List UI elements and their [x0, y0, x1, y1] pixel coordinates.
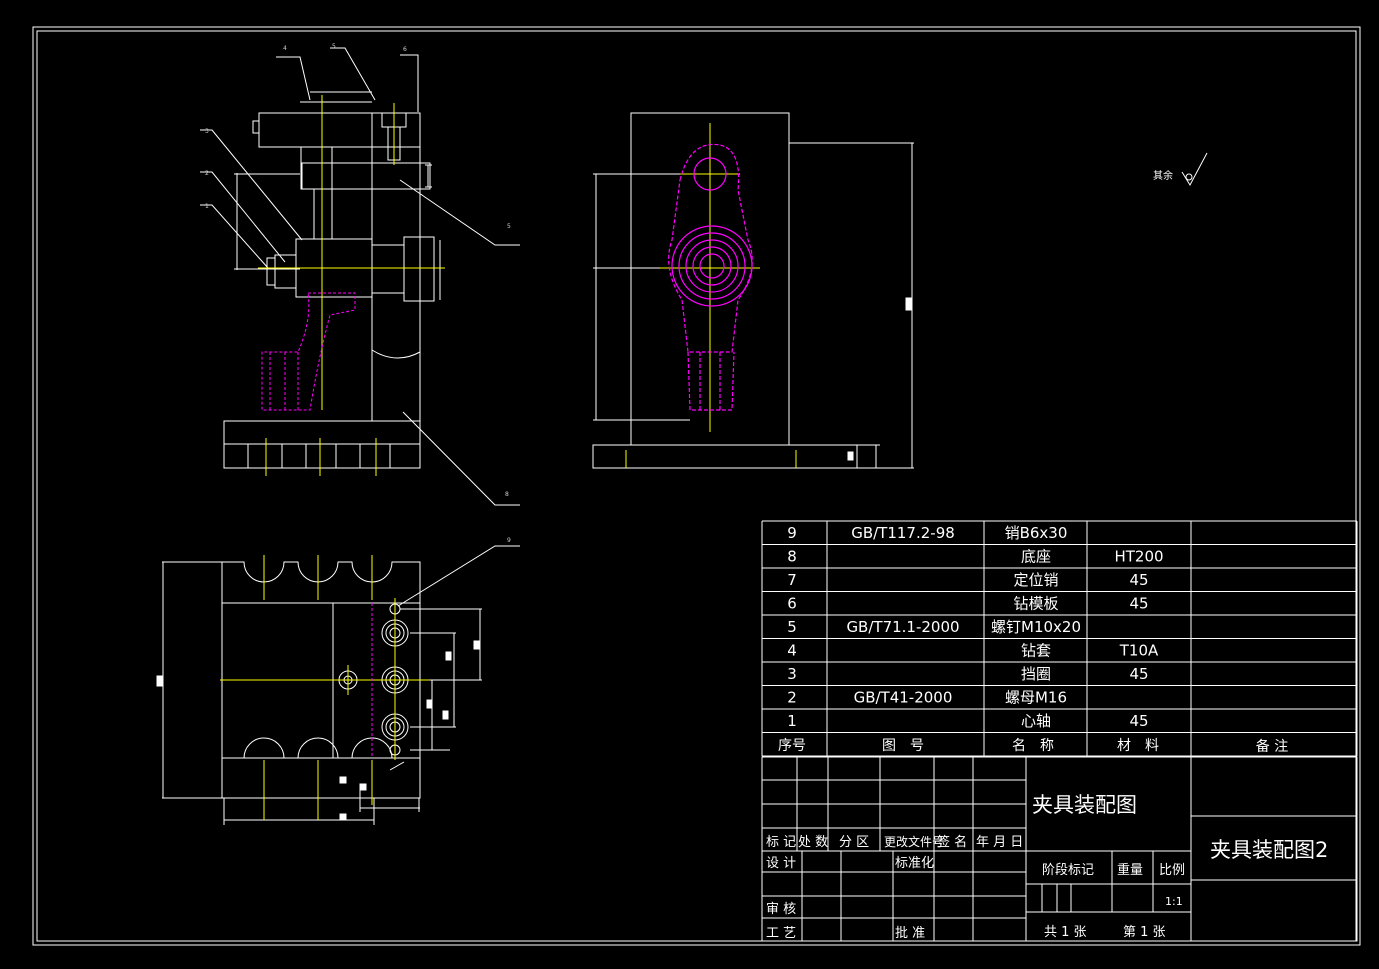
balloon: 5 — [507, 223, 511, 230]
bom-header-remark: 备 注 — [1256, 738, 1288, 755]
balloon: 8 — [505, 491, 509, 498]
bom-cell-name: 销B6x30 — [1005, 524, 1068, 542]
bom-table: 9 GB/T117.2-98 销B6x30 8 底座 HT200 7 定位销 45 6 钻模板 45 5… — [761, 520, 1358, 757]
bom-cell-seq: 6 — [787, 595, 797, 613]
label-process: 工 艺 — [766, 926, 796, 941]
label-review: 审 核 — [766, 902, 796, 917]
top-view — [156, 545, 520, 825]
front-view-centerlines — [258, 95, 445, 476]
bom-cell-code: GB/T41-2000 — [854, 689, 953, 707]
bom-header-seq: 序号 — [778, 738, 806, 754]
surface-finish-symbol — [1181, 152, 1208, 187]
label-standardize: 标准化 — [895, 856, 934, 871]
bom-header-material: 材 料 — [1117, 738, 1159, 754]
label-qty: 处 数 — [798, 835, 828, 850]
bom-cell-name: 定位销 — [1013, 571, 1058, 589]
side-view-centerlines — [625, 123, 797, 468]
surface-finish-note: 其余 — [1153, 169, 1173, 182]
bom-cell-material: 45 — [1129, 665, 1148, 683]
side-view-part — [668, 143, 753, 411]
bom-cell-name: 钻模板 — [1013, 595, 1058, 613]
outer-border — [32, 26, 1361, 946]
bom-cell-material: 45 — [1129, 712, 1148, 730]
bom-header-row: 序号 图 号 名 称 材 料 备 注 — [778, 738, 1288, 755]
title-block: 标 记 处 数 分 区 更改文件号 签 名 年 月 日 设 计 标准化 审 核 … — [761, 756, 1358, 942]
bom-cell-seq: 8 — [787, 548, 797, 566]
sheets-total: 共 1 张 — [1044, 925, 1087, 940]
label-scale: 比例 — [1159, 863, 1185, 878]
balloon: 2 — [205, 170, 209, 177]
bom-cell-material: HT200 — [1114, 548, 1163, 566]
bom-header-name: 名 称 — [1012, 738, 1054, 754]
bom-cell-name: 挡圈 — [1021, 665, 1051, 683]
bom-cell-seq: 9 — [787, 524, 797, 542]
bom-cell-name: 心轴 — [1021, 712, 1051, 730]
balloon: 5 — [332, 43, 336, 50]
label-date: 年 月 日 — [976, 835, 1023, 850]
bom-cell-material: 45 — [1129, 595, 1148, 613]
label-weight: 重量 — [1117, 862, 1143, 878]
balloon: 4 — [283, 45, 287, 52]
bom-cell-code: GB/T117.2-98 — [851, 524, 955, 542]
bom-cell-name: 钻套 — [1021, 642, 1051, 660]
label-change-doc: 更改文件号 — [884, 834, 944, 849]
bom-cell-material: 45 — [1129, 571, 1148, 589]
label-zone: 分 区 — [839, 835, 869, 850]
inner-border — [36, 30, 1357, 942]
bom-cell-name: 螺母M16 — [1005, 689, 1067, 707]
scale-value: 1:1 — [1165, 895, 1183, 908]
sheet-number: 第 1 张 — [1123, 925, 1166, 940]
balloon: 6 — [403, 46, 407, 53]
bom-cell-seq: 2 — [787, 689, 797, 707]
label-approve: 批 准 — [895, 926, 925, 941]
bom-cell-name: 螺钉M10x20 — [991, 618, 1081, 636]
label-mark: 标 记 — [766, 835, 796, 850]
bom-cell-seq: 1 — [787, 712, 797, 730]
drawing-title: 夹具装配图 — [1032, 793, 1137, 817]
bom-cell-material: T10A — [1119, 642, 1159, 660]
bom-cell-name: 底座 — [1021, 548, 1051, 566]
bom-cell-seq: 7 — [787, 571, 797, 589]
bom-cell-seq: 3 — [787, 665, 797, 683]
balloon-labels: 4 5 6 3 2 1 5 8 9 — [205, 43, 511, 544]
top-view-centerlines — [220, 555, 430, 820]
bom-cell-code: GB/T71.1-2000 — [846, 618, 959, 636]
drawing-number: 夹具装配图2 — [1210, 838, 1328, 862]
front-view-part — [261, 292, 356, 411]
front-view — [200, 47, 520, 506]
bom-cell-seq: 5 — [787, 618, 797, 636]
balloon: 9 — [507, 537, 511, 544]
balloon: 3 — [205, 128, 209, 135]
label-signature: 签 名 — [937, 834, 967, 850]
bom-header-code: 图 号 — [882, 738, 924, 754]
bom-cell-seq: 4 — [787, 642, 797, 660]
side-view — [592, 112, 914, 469]
balloon: 1 — [205, 203, 209, 210]
label-stage-mark: 阶段标记 — [1042, 863, 1094, 878]
label-design: 设 计 — [766, 856, 796, 871]
